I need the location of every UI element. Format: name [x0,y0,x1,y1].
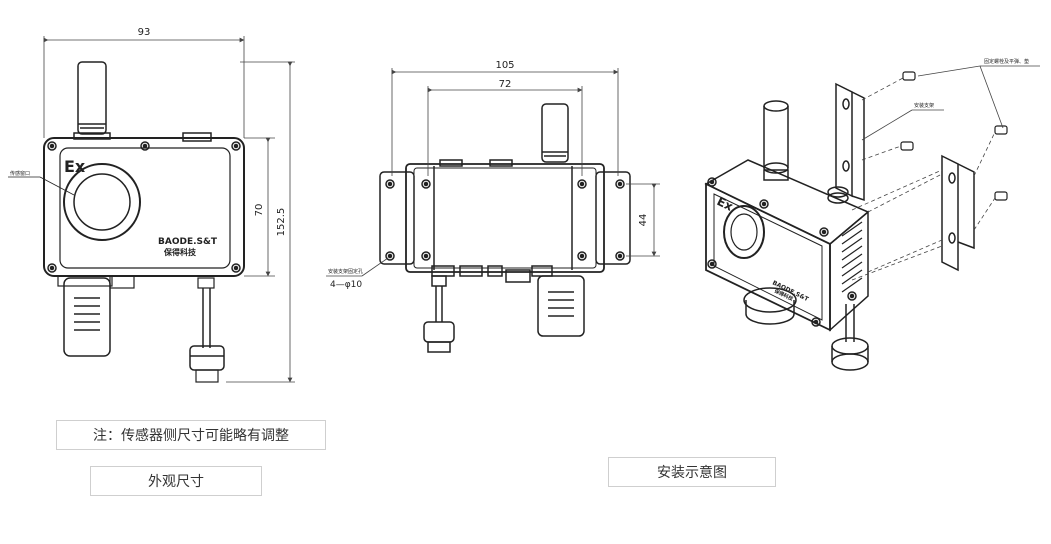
probe-icon-top [423,275,455,353]
antenna-icon [73,61,111,140]
body-outline [405,163,605,273]
housing-outline [43,137,245,277]
iso-bracket-lower [941,154,975,272]
outline-caption: 外观尺寸 [90,466,262,496]
screw-label: 固定螺栓及平弹、垫 [984,58,1029,65]
install-caption: 安装示意图 [608,457,776,487]
probe-icon [189,277,225,383]
sensor-window-icon [63,163,141,241]
iso-alignment-lines [851,77,996,281]
mounting-holes [385,179,625,261]
iso-ex-mark: Ex [715,194,736,214]
hole-label: 安装支架固定孔 [328,268,363,275]
iso-window-icon [723,205,765,259]
iso-side-vents [841,221,863,293]
window-label: 传感窗口 [10,170,30,177]
iso-fastener-screws [900,71,1008,201]
iso-view-labels: 固定螺栓及平弹、垫 安装支架 Ex BAODE.S&T 保得科技 [715,58,1029,303]
iso-antenna-icon [763,100,789,181]
note-caption: 注：传感器侧尺寸可能略有调整 [56,420,326,450]
install-text: 安装示意图 [657,465,727,481]
dim-panel-height-label: 70 [254,204,265,217]
note-text: 注：传感器侧尺寸可能略有调整 [93,428,289,444]
dim-width-label: 93 [138,27,151,38]
hole-spec: 4—φ10 [330,280,362,290]
left-bracket [379,171,415,265]
cable-gland-icon-top [537,275,585,337]
front-view-labels: 93 70 152.5 传感窗口 Ex BAODE.S&T 保得科技 [10,27,287,257]
iso-side-face [829,210,869,332]
dim-outer-label: 105 [495,60,514,71]
dim-inner-label: 72 [499,79,512,90]
ex-mark: Ex [64,157,86,176]
dim-height-label: 44 [638,214,649,227]
brand-cn: 保得科技 [163,247,197,257]
top-dimension-lines [326,68,660,277]
brand-en: BAODE.S&T [158,237,218,247]
iso-probe-icon [831,304,869,371]
top-view-labels: 105 72 44 安装支架固定孔 4—φ10 [328,60,649,290]
iso-bracket-upper [835,82,865,202]
cable-gland-icon [63,277,111,357]
bracket-label: 安装支架 [914,102,934,109]
iso-view [704,65,1040,371]
right-bracket [595,171,631,265]
outline-text: 外观尺寸 [148,474,204,490]
front-dimension-lines [43,36,295,383]
dim-total-height-label: 152.5 [276,208,287,237]
top-view [326,68,660,353]
front-view [8,36,295,383]
